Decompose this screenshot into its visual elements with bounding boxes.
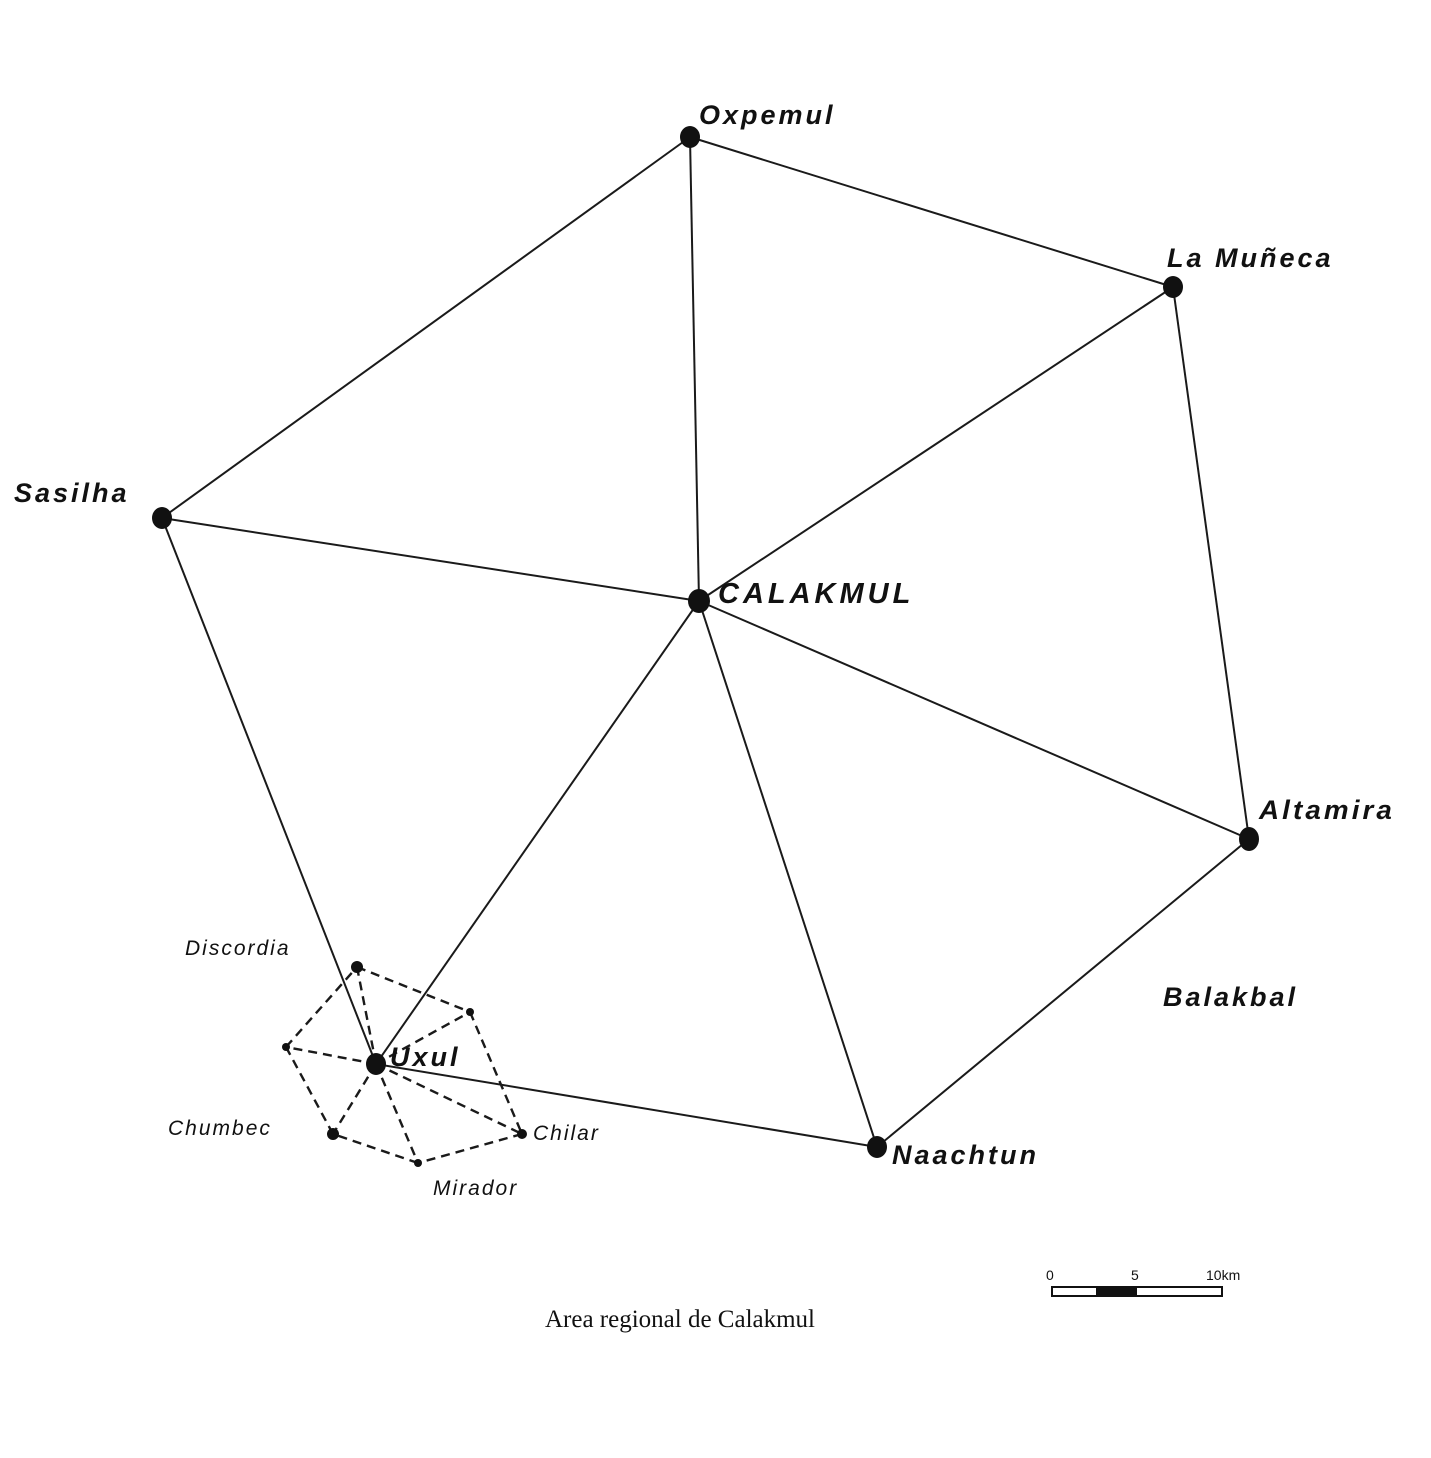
edge-oxpemul-calakmul — [689, 136, 700, 602]
site-marker-altamira — [1239, 827, 1259, 851]
site-marker-discordia — [351, 961, 363, 973]
site-marker-chilar — [517, 1129, 527, 1139]
edge-calakmul-uxul — [375, 600, 700, 1065]
edge-altamira-naachtun — [876, 838, 1250, 1148]
edge-lamuneca-altamira — [1172, 286, 1250, 840]
label-altamira: Altamira — [1258, 795, 1395, 825]
edge-lamuneca-calakmul — [698, 286, 1174, 602]
scale-bar-fill-segment — [1096, 1287, 1137, 1296]
label-chumbec: Chumbec — [168, 1117, 272, 1140]
label-la-muneca: La Muñeca — [1167, 243, 1334, 273]
edge-oxpemul-lamuneca — [689, 136, 1174, 288]
edge-calakmul-altamira — [698, 600, 1250, 840]
local-connections — [284, 965, 524, 1165]
edge-q1-chilar — [468, 1011, 524, 1135]
label-balakbal: Balakbal — [1163, 982, 1298, 1012]
label-chilar: Chilar — [533, 1122, 600, 1145]
edge-uxul-chumbec — [331, 1063, 378, 1135]
edge-calakmul-naachtun — [698, 600, 878, 1148]
site-marker-la-muneca — [1163, 276, 1183, 298]
edge-chilar-mirador — [417, 1132, 523, 1165]
label-calakmul: CALAKMUL — [718, 578, 914, 610]
label-oxpemul: Oxpemul — [699, 100, 836, 130]
site-marker-calakmul — [688, 589, 710, 613]
label-sasilha: Sasilha — [14, 478, 130, 508]
site-marker-naachtun — [867, 1136, 887, 1158]
scale-label-10km: 10km — [1206, 1267, 1240, 1283]
edge-uxul-q3 — [285, 1045, 377, 1066]
site-labels: Oxpemul La Muñeca Sasilha CALAKMUL Altam… — [14, 100, 1395, 1200]
site-marker-uxul — [366, 1053, 386, 1075]
edge-q3-discordia — [285, 966, 358, 1048]
site-marker-unnamed-west — [282, 1043, 290, 1051]
major-connections — [161, 136, 1250, 1148]
site-marker-mirador — [414, 1159, 422, 1167]
major-sites — [152, 126, 1259, 1158]
edge-uxul-q1 — [375, 1010, 471, 1066]
site-marker-chumbec — [327, 1128, 339, 1140]
scale-label-0: 0 — [1046, 1267, 1054, 1283]
label-mirador: Mirador — [433, 1177, 518, 1200]
map-caption: Area regional de Calakmul — [544, 1306, 816, 1333]
edge-uxul-naachtun — [375, 1063, 878, 1148]
minor-sites — [282, 961, 527, 1167]
label-discordia: Discordia — [185, 937, 291, 960]
site-marker-oxpemul — [680, 126, 700, 148]
edge-uxul-chilar — [375, 1062, 523, 1136]
edge-oxpemul-sasilha — [161, 136, 691, 519]
edge-sasilha-uxul — [161, 517, 377, 1065]
site-marker-unnamed-east — [466, 1008, 474, 1016]
edge-uxul-mirador — [374, 1063, 420, 1164]
edge-discordia-q1 — [356, 965, 471, 1014]
edge-chumbec-q3 — [284, 1046, 335, 1135]
scale-bar: 0 5 10km — [1046, 1267, 1240, 1297]
scale-label-5: 5 — [1131, 1267, 1139, 1283]
edge-uxul-discordia — [355, 966, 378, 1065]
edge-mirador-chumbec — [332, 1132, 419, 1165]
label-uxul: Uxul — [390, 1042, 461, 1072]
edge-sasilha-calakmul — [161, 517, 700, 602]
site-marker-sasilha — [152, 507, 172, 529]
label-naachtun: Naachtun — [892, 1140, 1039, 1170]
